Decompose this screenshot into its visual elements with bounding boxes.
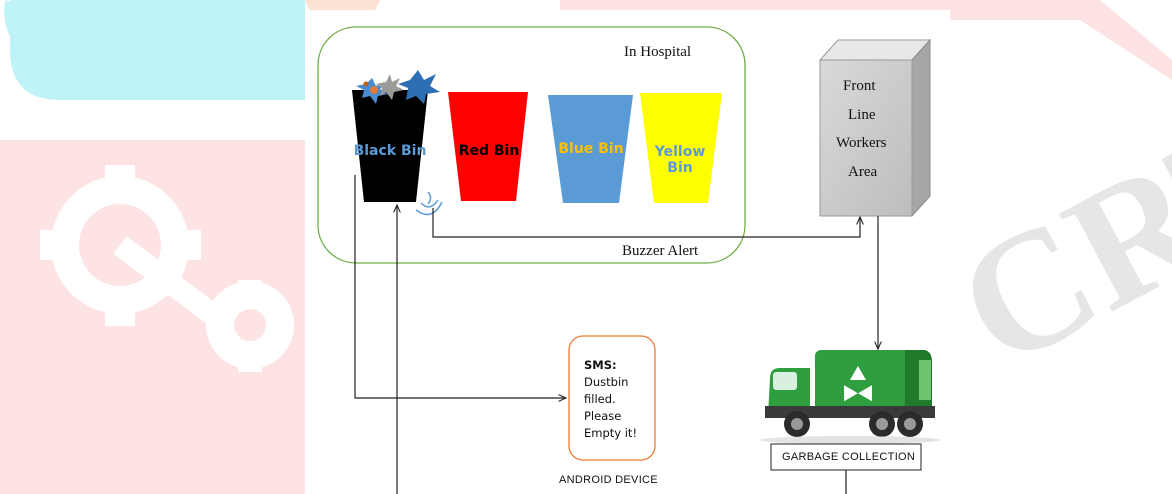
buzzer-connector xyxy=(432,208,860,238)
workers-area-line4: Area xyxy=(848,164,878,180)
sms-heading: SMS: xyxy=(584,358,617,372)
sms-line4: Empty it! xyxy=(584,426,638,440)
red-bin-label: Red Bin xyxy=(458,143,520,159)
garbage-collection-box xyxy=(770,443,922,471)
black-bin xyxy=(352,90,428,202)
blue-bin xyxy=(548,95,633,203)
hospital-title: In Hospital xyxy=(624,44,692,60)
workers-area-line1: Front xyxy=(843,78,876,94)
watermark-cyan-shape xyxy=(10,0,305,100)
blue-bin-label: Blue Bin xyxy=(558,141,624,157)
sms-line2: filled. xyxy=(584,392,616,406)
sms-line1: Dustbin xyxy=(584,375,629,389)
android-device-label: ANDROID DEVICE xyxy=(559,474,658,486)
sms-message: SMS: Dustbin filled. Please Empty it! xyxy=(584,357,637,442)
watermark-cyan-arc xyxy=(4,0,41,55)
watermark-pink-right xyxy=(950,0,1172,80)
buzzer-alert-label: Buzzer Alert xyxy=(622,243,699,259)
yellow-bin xyxy=(640,93,722,203)
workers-area-line2: Line xyxy=(848,107,876,123)
sms-line3: Please xyxy=(584,409,622,423)
hospital-boundary xyxy=(317,26,746,264)
garbage-truck-icon xyxy=(760,350,940,444)
workers-area-line3: Workers xyxy=(836,135,887,151)
wifi-signal-icon xyxy=(415,191,443,216)
red-bin xyxy=(448,92,528,201)
garbage-collection-label: GARBAGE COLLECTION xyxy=(782,451,916,463)
recycle-icon xyxy=(844,366,872,402)
android-device-frame xyxy=(568,335,656,461)
bin-to-sms-arrow xyxy=(354,175,566,398)
yellow-bin-label: Yellow Bin xyxy=(654,144,706,176)
workers-area-box xyxy=(818,38,932,218)
explosion-icon xyxy=(356,70,440,104)
black-bin-label: Black Bin xyxy=(353,143,427,159)
watermark-pink-top xyxy=(560,0,950,10)
